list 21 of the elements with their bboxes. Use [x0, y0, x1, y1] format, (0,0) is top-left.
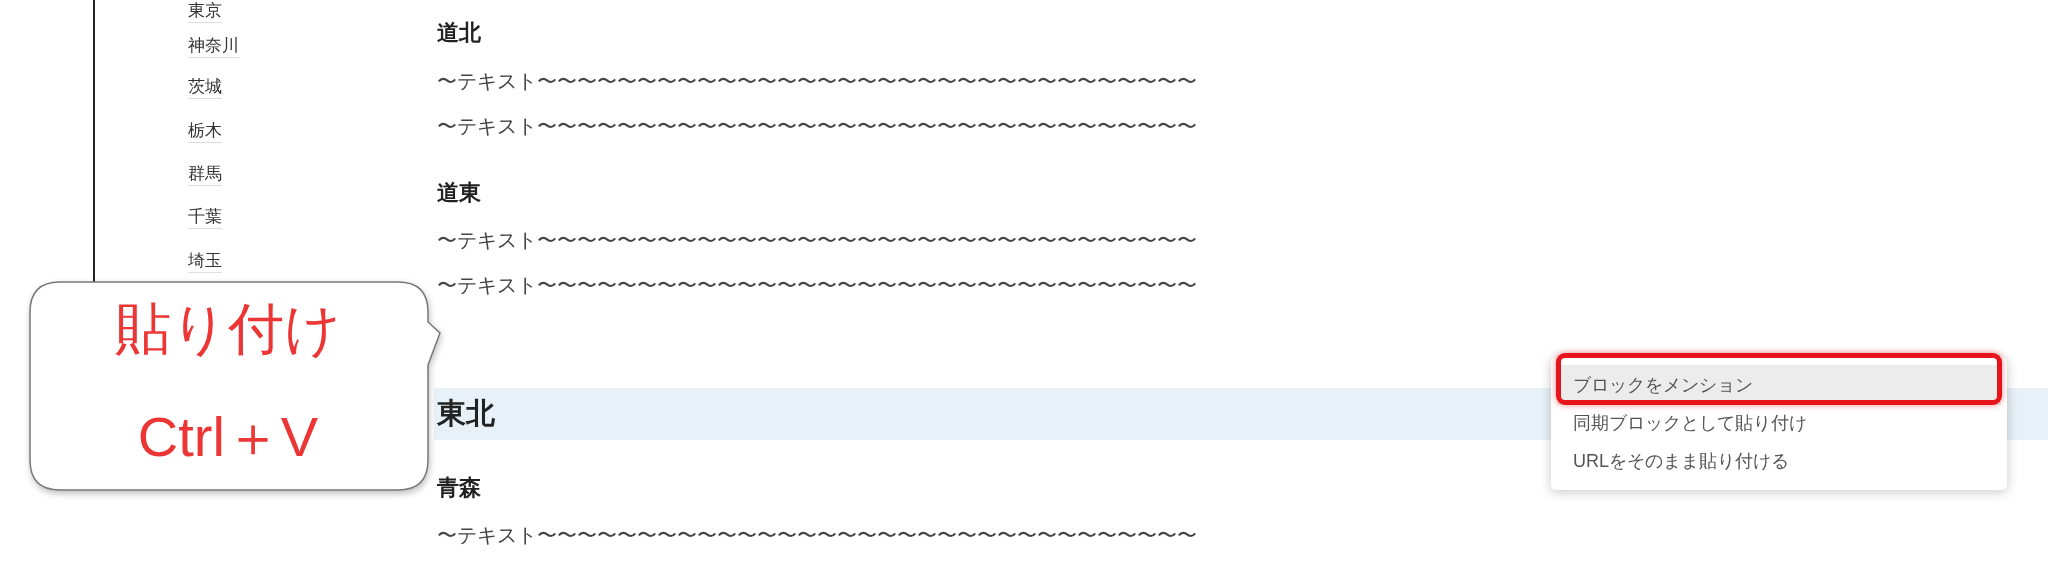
sidebar-link: 茨城 [188, 76, 222, 100]
section-heading: 道北 [437, 19, 481, 47]
body-text: 〜テキスト〜〜〜〜〜〜〜〜〜〜〜〜〜〜〜〜〜〜〜〜〜〜〜〜〜〜〜〜〜〜〜〜〜 [437, 114, 1197, 139]
callout-text: 貼り付け [114, 298, 342, 360]
context-menu [1551, 357, 2007, 490]
section-heading: 道東 [437, 179, 481, 207]
body-text: 〜テキスト〜〜〜〜〜〜〜〜〜〜〜〜〜〜〜〜〜〜〜〜〜〜〜〜〜〜〜〜〜〜〜〜〜 [437, 69, 1197, 94]
section-heading: 青森 [437, 474, 481, 502]
menu-item: URLをそのまま貼り付ける [1572, 450, 1790, 473]
sidebar-link: 千葉 [188, 206, 222, 230]
sidebar-link: 埼玉 [188, 250, 222, 274]
callout-text: Ctrl＋V [136, 406, 320, 468]
sidebar-link: 東京 [188, 0, 222, 24]
body-text: 〜テキスト〜〜〜〜〜〜〜〜〜〜〜〜〜〜〜〜〜〜〜〜〜〜〜〜〜〜〜〜〜〜〜〜〜 [437, 273, 1197, 298]
body-text: 〜テキスト〜〜〜〜〜〜〜〜〜〜〜〜〜〜〜〜〜〜〜〜〜〜〜〜〜〜〜〜〜〜〜〜〜 [437, 523, 1197, 548]
sidebar-link: 栃木 [188, 120, 222, 144]
body-text: 〜テキスト〜〜〜〜〜〜〜〜〜〜〜〜〜〜〜〜〜〜〜〜〜〜〜〜〜〜〜〜〜〜〜〜〜 [437, 228, 1197, 253]
menu-item: 同期ブロックとして貼り付け [1572, 412, 1808, 435]
sidebar-link: 神奈川 [188, 35, 239, 59]
highlighted-heading: 東北 [437, 396, 495, 431]
sidebar-link: 群馬 [188, 163, 222, 187]
